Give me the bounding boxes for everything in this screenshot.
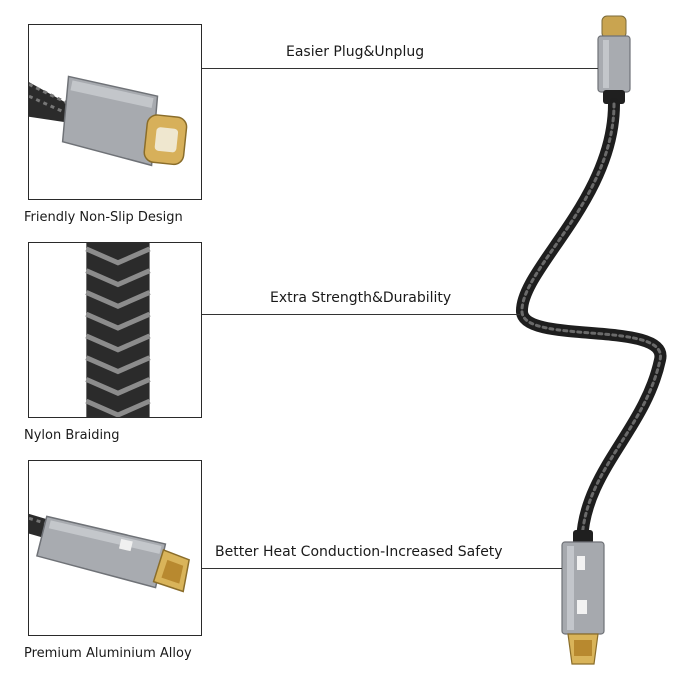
braided-cable bbox=[516, 98, 667, 546]
hdmi-connector-closeup-icon bbox=[29, 513, 190, 593]
caption-nylon-braiding: Nylon Braiding bbox=[24, 428, 120, 443]
usb-c-tip bbox=[601, 15, 627, 39]
caption-aluminium-alloy: Premium Aluminium Alloy bbox=[24, 646, 192, 661]
feature-easier-plug: Easier Plug&Unplug bbox=[286, 44, 425, 60]
usb-c-housing bbox=[597, 35, 631, 93]
panel-hdmi bbox=[28, 460, 202, 636]
feature-extra-strength: Extra Strength&Durability bbox=[270, 290, 452, 306]
nylon-braid-closeup-icon bbox=[85, 243, 151, 417]
usb-c-connector-closeup-icon bbox=[29, 75, 188, 167]
leader-line-3 bbox=[202, 568, 562, 569]
feature-heat-conduction: Better Heat Conduction-Increased Safety bbox=[215, 544, 503, 560]
leader-line-1 bbox=[202, 68, 598, 69]
panel-braid bbox=[28, 242, 202, 418]
caption-non-slip: Friendly Non-Slip Design bbox=[24, 210, 183, 225]
leader-line-2 bbox=[202, 314, 520, 315]
panel-usb-c bbox=[28, 24, 202, 200]
